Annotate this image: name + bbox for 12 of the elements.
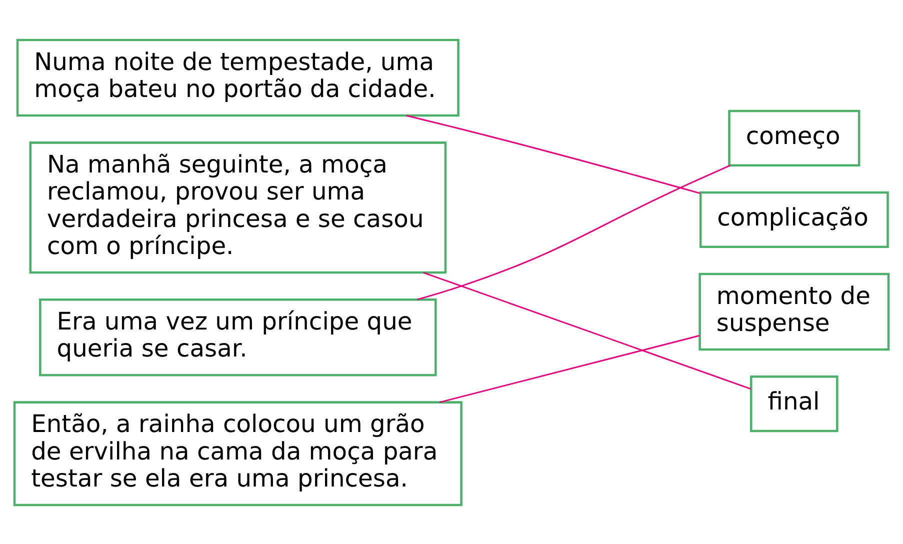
node-box: Então, a rainha colocou um grão de ervilha na cama da moça para testar se ela era uma princesa. <box>13 400 462 506</box>
node-box: final <box>750 375 838 432</box>
node-box: Numa noite de tempestade, uma moça bateu no portão da cidade. <box>16 38 460 116</box>
node-box: Era uma vez um príncipe que queria se casar. <box>39 298 437 376</box>
node-box: Na manhã seguinte, a moça reclamou, provou ser uma verdadeira princesa e se casou com o príncipe. <box>29 141 447 274</box>
node-box: complicação <box>699 190 889 248</box>
node-box: começo <box>728 109 860 166</box>
connector <box>423 271 752 390</box>
node-box: momento de suspense <box>698 272 890 350</box>
connector <box>439 334 700 403</box>
connector <box>416 164 730 300</box>
connector <box>406 114 700 194</box>
